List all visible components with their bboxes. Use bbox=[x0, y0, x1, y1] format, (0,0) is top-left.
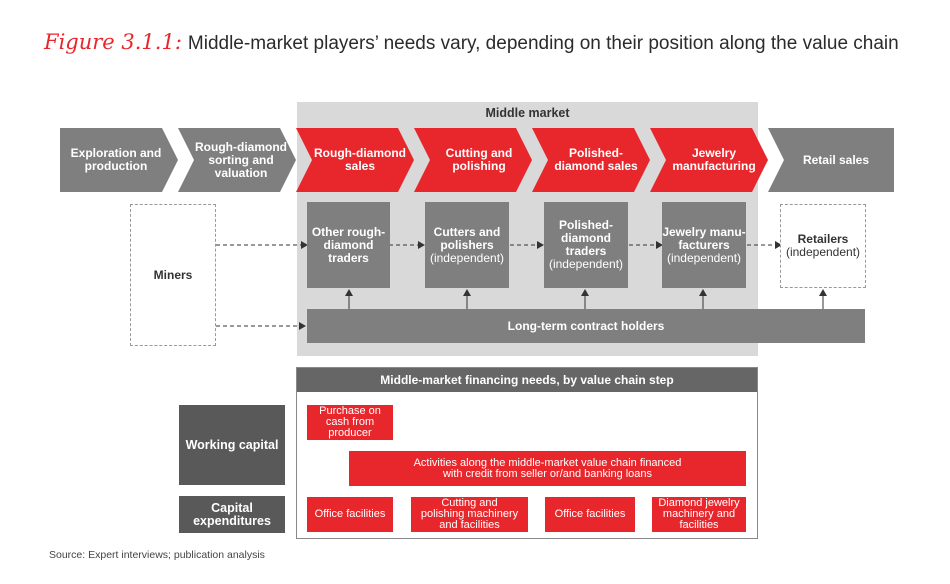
chain-step-1 bbox=[178, 128, 296, 192]
activities-credit-label: Activities along the middle-market value… bbox=[413, 456, 682, 480]
middle-market-label: Middle market bbox=[485, 106, 570, 120]
purchase-cash-box: Purchase on cash from producer bbox=[307, 405, 393, 440]
cutters-box: Cutters and polishers(independent) bbox=[425, 202, 509, 288]
chain-label-2: Rough-diamond sales bbox=[314, 146, 406, 173]
chain-step-4 bbox=[532, 128, 650, 192]
jewelry-machinery-label: Diamond jewelry machinery and facilities bbox=[658, 497, 740, 531]
figure-title-text: Middle-market players’ needs vary, depen… bbox=[187, 33, 899, 54]
activities-credit-box: Activities along the middle-market value… bbox=[349, 451, 746, 486]
traders-label: Other rough-diamond traders bbox=[311, 224, 386, 265]
chain-label-0: Exploration and production bbox=[70, 146, 162, 173]
chain-step-3 bbox=[414, 128, 532, 192]
working-capital-label: Working capital bbox=[185, 437, 279, 452]
chain-step-6 bbox=[768, 128, 894, 192]
contract-holders-label: Long-term contract holders bbox=[507, 318, 665, 333]
miners-box: Miners bbox=[130, 204, 216, 346]
cutters-label: Cutters and polishers bbox=[433, 224, 501, 252]
up-arrows bbox=[348, 295, 824, 309]
office-facilities-label-1: Office facilities bbox=[314, 508, 386, 520]
chain-label-3: Cutting and polishing bbox=[445, 146, 513, 173]
chain-label-1: Rough-diamond sorting and valuation bbox=[195, 139, 287, 180]
traders-box: Other rough-diamond traders bbox=[307, 202, 390, 288]
chain-step-5 bbox=[650, 128, 768, 192]
chain-label-4: Polished-diamond sales bbox=[554, 146, 638, 173]
contract-holders-box: Long-term contract holders bbox=[307, 309, 865, 343]
chain-step-0 bbox=[60, 128, 178, 192]
polished-traders-sub: (independent) bbox=[548, 257, 624, 271]
cutting-machinery-box: Cutting and polishing machinery and faci… bbox=[411, 497, 528, 532]
jewelry-label: Jewelry manu-facturers bbox=[662, 224, 746, 252]
cutters-sub: (independent) bbox=[429, 250, 505, 265]
miners-label: Miners bbox=[153, 267, 193, 282]
capex-label: Capital expenditures bbox=[193, 500, 271, 528]
flow-lines bbox=[216, 244, 776, 327]
flow-arrowheads bbox=[299, 241, 782, 330]
chain-step-2 bbox=[296, 128, 414, 192]
figure-title: Figure 3.1.1:Middle-market players’ need… bbox=[44, 30, 899, 55]
retailers-label: Retailers bbox=[797, 232, 849, 246]
office-facilities-box-1: Office facilities bbox=[307, 497, 393, 532]
capex-box: Capital expenditures bbox=[179, 496, 285, 533]
jewelry-sub: (independent) bbox=[666, 250, 742, 265]
polished-traders-box: Polished-diamond traders(independent) bbox=[544, 202, 628, 288]
chain-label-5: Jewelry manufacturing bbox=[672, 146, 756, 173]
cutting-machinery-label: Cutting and polishing machinery and faci… bbox=[420, 497, 519, 531]
office-facilities-label-2: Office facilities bbox=[554, 508, 626, 520]
figure-number: Figure 3.1.1: bbox=[44, 30, 182, 54]
purchase-cash-label: Purchase on cash from producer bbox=[319, 405, 381, 439]
retailers-sub: (independent) bbox=[785, 245, 861, 259]
jewelry-box: Jewelry manu-facturers(independent) bbox=[662, 202, 746, 288]
chain-label-6: Retail sales bbox=[802, 152, 870, 167]
source-note: Source: Expert interviews; publication a… bbox=[49, 549, 265, 561]
working-capital-box: Working capital bbox=[179, 405, 285, 485]
financing-header: Middle-market financing needs, by value … bbox=[297, 368, 757, 392]
polished-traders-label: Polished-diamond traders bbox=[558, 218, 613, 258]
office-facilities-box-2: Office facilities bbox=[545, 497, 635, 532]
retailers-box: Retailers(independent) bbox=[780, 204, 866, 288]
jewelry-machinery-box: Diamond jewelry machinery and facilities bbox=[652, 497, 746, 532]
